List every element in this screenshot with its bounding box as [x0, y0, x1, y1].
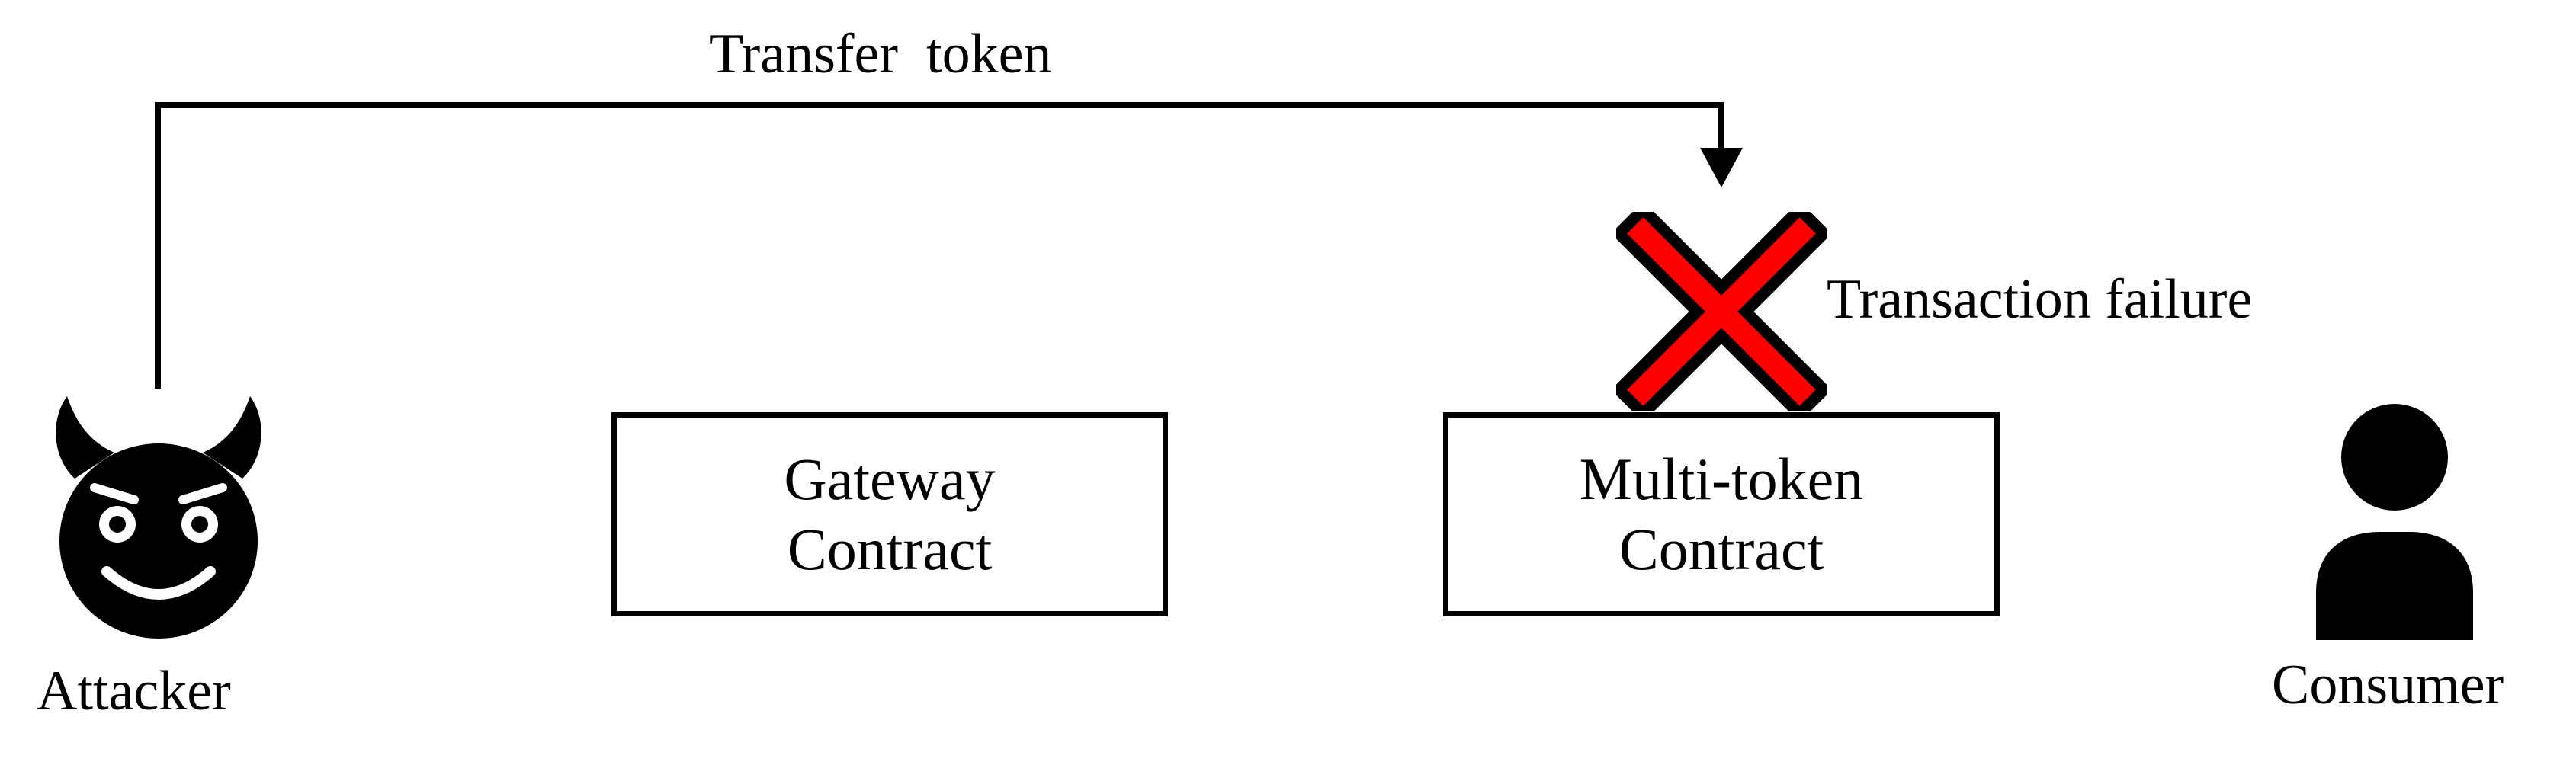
devil-icon — [44, 389, 273, 640]
gateway-contract-line1: Gateway — [784, 445, 996, 512]
transfer-token-label: Transfer token — [709, 23, 1052, 85]
multi-token-contract-line2: Contract — [1618, 516, 1824, 582]
multi-token-contract-box: Multi-token Contract — [1443, 412, 2000, 616]
transfer-arrow-head — [1700, 148, 1743, 187]
gateway-contract-line2: Contract — [787, 516, 993, 582]
gateway-contract-box: Gateway Contract — [611, 412, 1168, 616]
attacker-label: Attacker — [37, 660, 231, 722]
transaction-failure-label: Transaction failure — [1827, 268, 2253, 331]
user-icon — [2310, 404, 2479, 640]
consumer-label: Consumer — [2272, 654, 2504, 716]
transfer-arrow-line — [155, 102, 1724, 389]
cross-icon — [1611, 201, 1832, 422]
multi-token-contract-line1: Multi-token — [1579, 445, 1864, 512]
